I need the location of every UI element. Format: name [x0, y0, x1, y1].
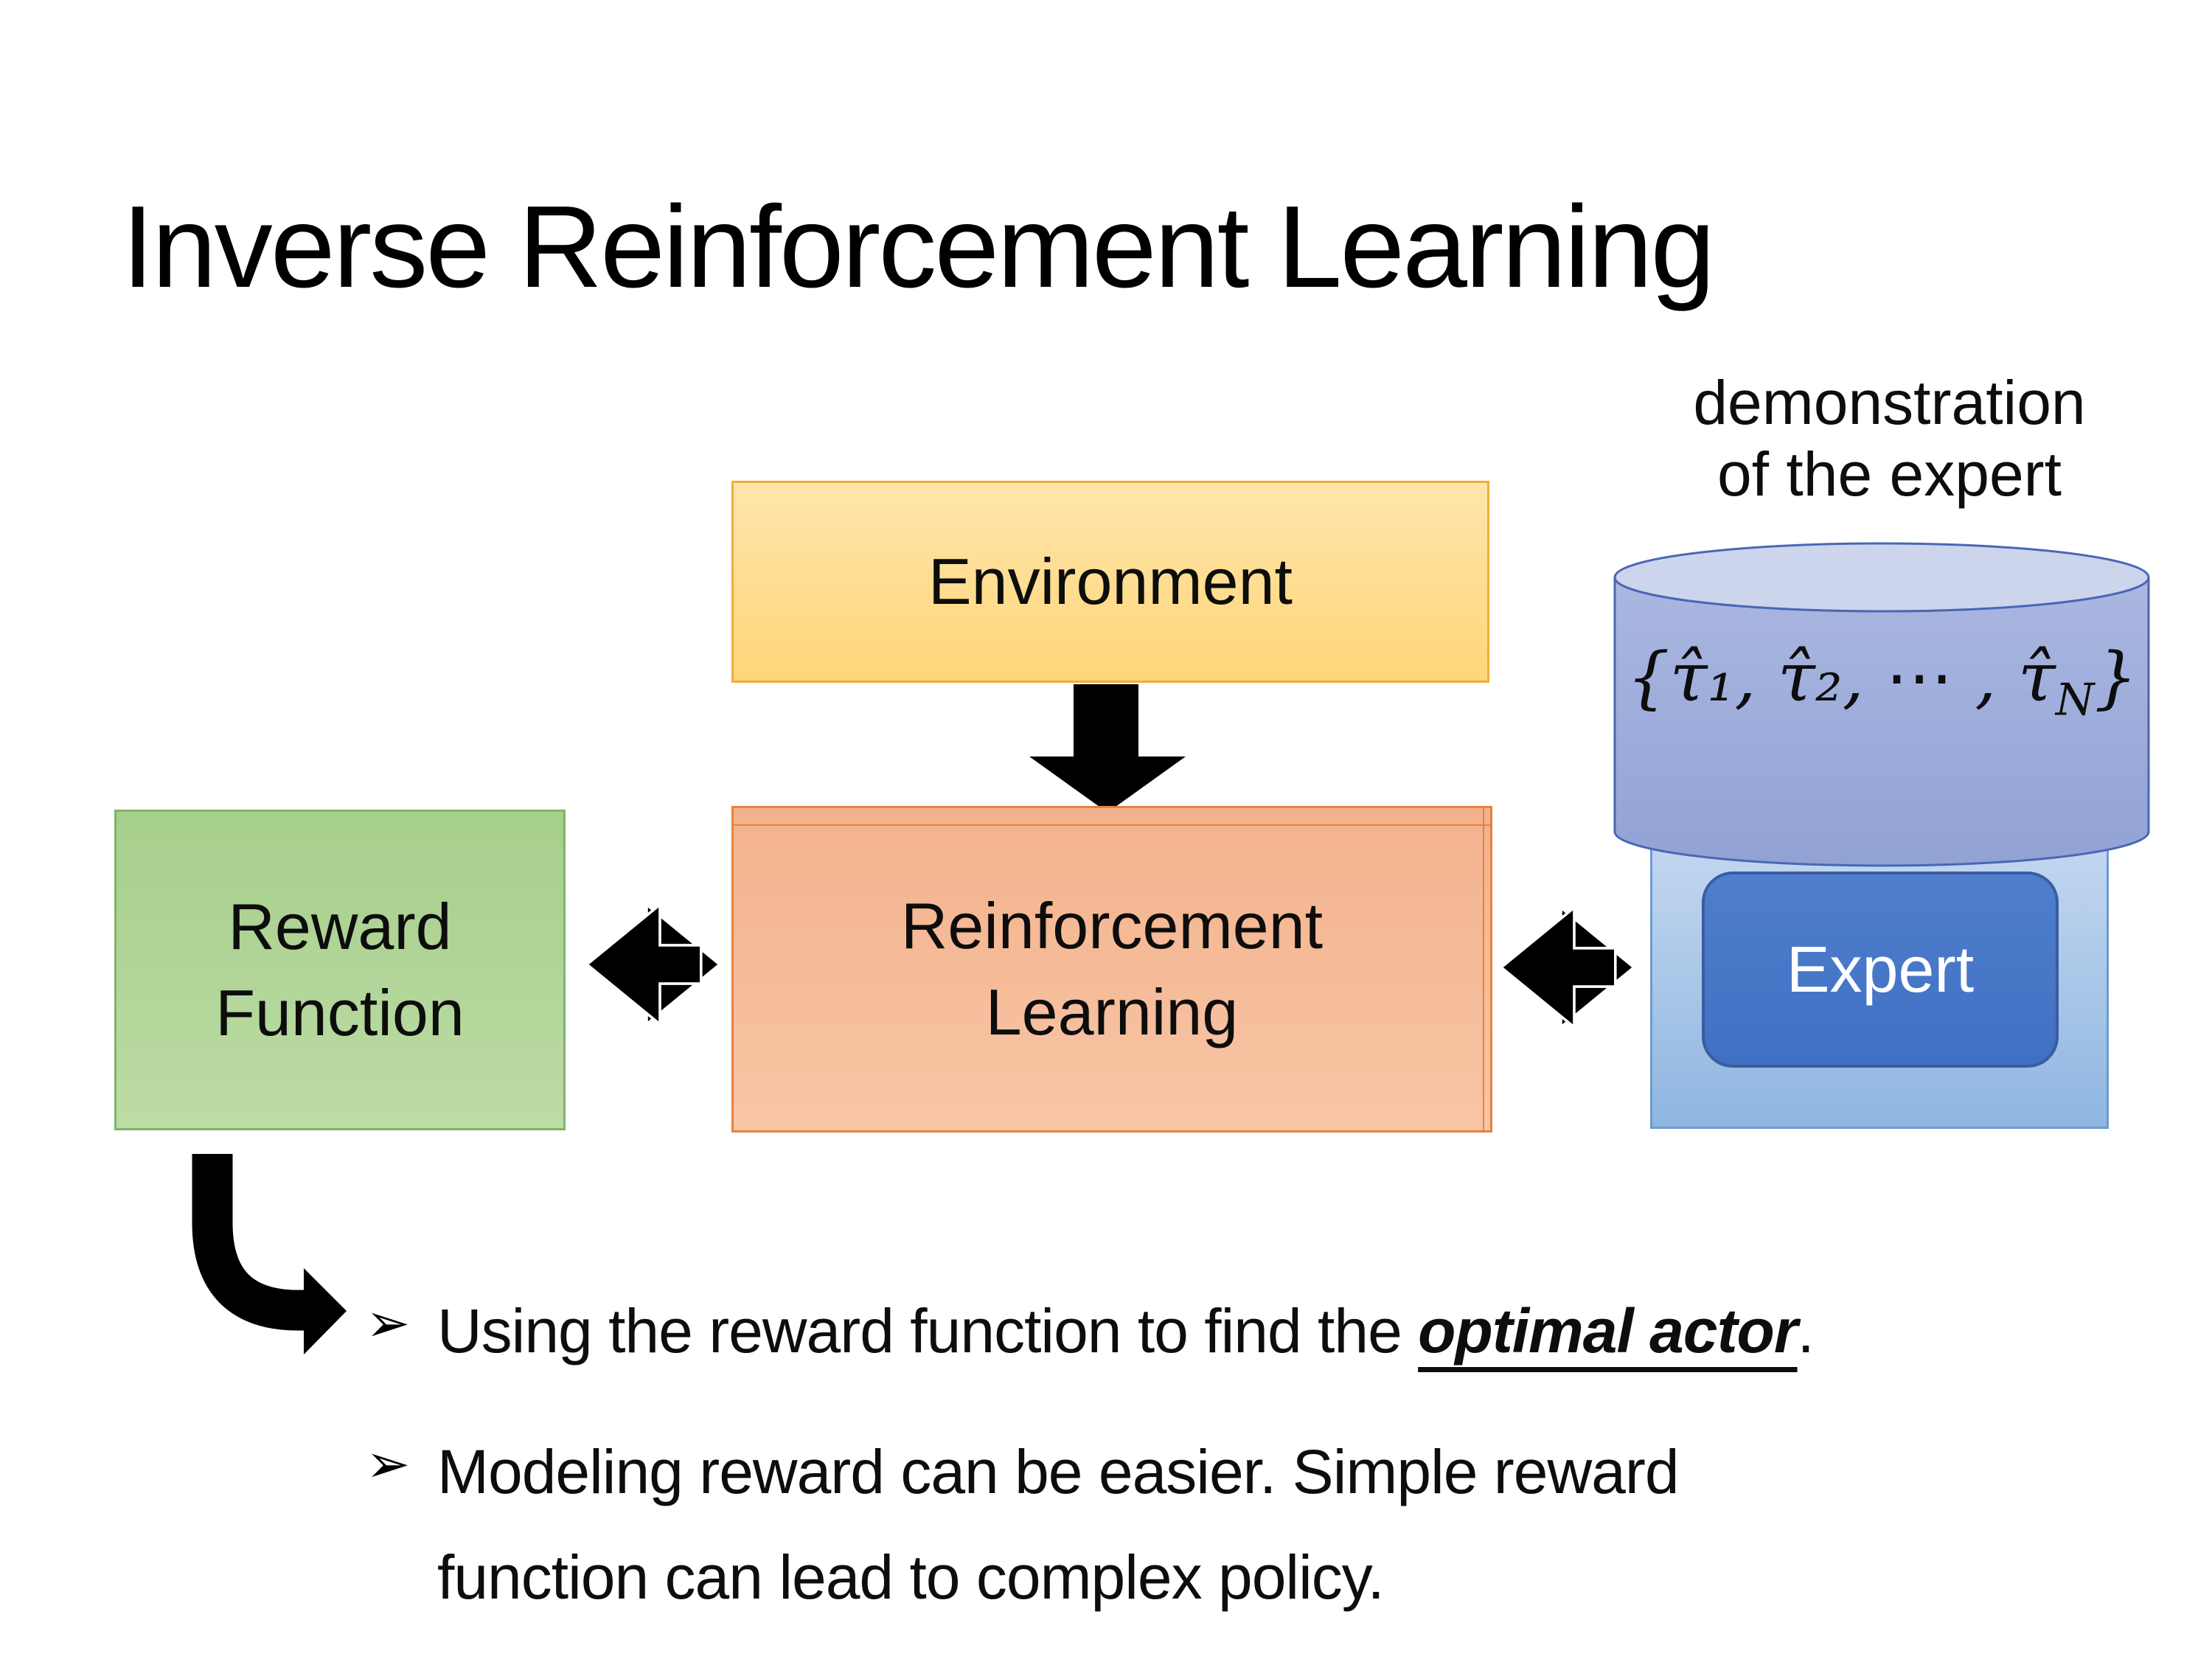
bullet-1-period: .: [1797, 1296, 1815, 1366]
demonstration-caption-line1: demonstration: [1693, 368, 2086, 437]
trajectory-formula-prefix: {τ̂₁, τ̂₂, ⋯ , τ̂: [1627, 638, 2056, 717]
trajectory-formula: {τ̂₁, τ̂₂, ⋯ , τ̂N}: [1622, 638, 2142, 726]
reward-function-box: Reward Function: [114, 810, 566, 1130]
inner-border-line-right: [1483, 808, 1484, 1130]
down-arrow-icon: [1029, 684, 1186, 813]
expert-box: Expert: [1702, 872, 2059, 1068]
trajectory-formula-subscript: N: [2055, 674, 2095, 726]
double-arrow-reward-rl-icon: [587, 902, 720, 1027]
left-arrow-shape: [1501, 905, 1617, 1030]
reinforcement-learning-box: Reinforcement Learning: [731, 806, 1492, 1133]
reward-label-line2: Function: [215, 975, 465, 1049]
trajectory-formula-suffix: }: [2094, 638, 2138, 717]
environment-box: Environment: [731, 481, 1489, 683]
rl-label-line2: Learning: [985, 975, 1239, 1048]
demonstration-caption: demonstration of the expert: [1615, 367, 2164, 511]
bullet-marker-icon: ➢: [366, 1433, 411, 1495]
environment-label: Environment: [928, 544, 1293, 618]
demonstration-cylinder: [1613, 542, 2150, 867]
reward-function-label: Reward Function: [215, 884, 465, 1055]
demonstration-caption-line2: of the expert: [1717, 439, 2062, 509]
elbow-arrow-head: [304, 1268, 347, 1354]
double-arrow-rl-expert-icon: [1501, 905, 1634, 1030]
bullet-1-text: Using the reward function to find the: [437, 1296, 1419, 1366]
rl-label-line1: Reinforcement: [900, 889, 1324, 963]
elbow-arrow-shaft: [192, 1154, 304, 1331]
down-arrow-shape: [1029, 684, 1186, 813]
reward-label-line1: Reward: [228, 890, 452, 964]
bullet-marker-icon: ➢: [366, 1292, 411, 1354]
expert-label: Expert: [1786, 932, 1975, 1006]
inner-border-line-top: [734, 824, 1490, 826]
bullet-item-2: Modeling reward can be easier. Simple re…: [437, 1437, 1680, 1612]
reinforcement-learning-label: Reinforcement Learning: [901, 883, 1323, 1054]
elbow-arrow-reward-to-bullet-icon: [192, 1154, 347, 1354]
left-arrow-shape: [587, 902, 703, 1027]
bullet-1-emphasis: optimal actor: [1418, 1296, 1798, 1366]
cylinder-top-ellipse: [1613, 542, 2150, 613]
bullet-item-1: Using the reward function to find the op…: [437, 1279, 2155, 1384]
page-title: Inverse Reinforcement Learning: [122, 182, 1715, 312]
